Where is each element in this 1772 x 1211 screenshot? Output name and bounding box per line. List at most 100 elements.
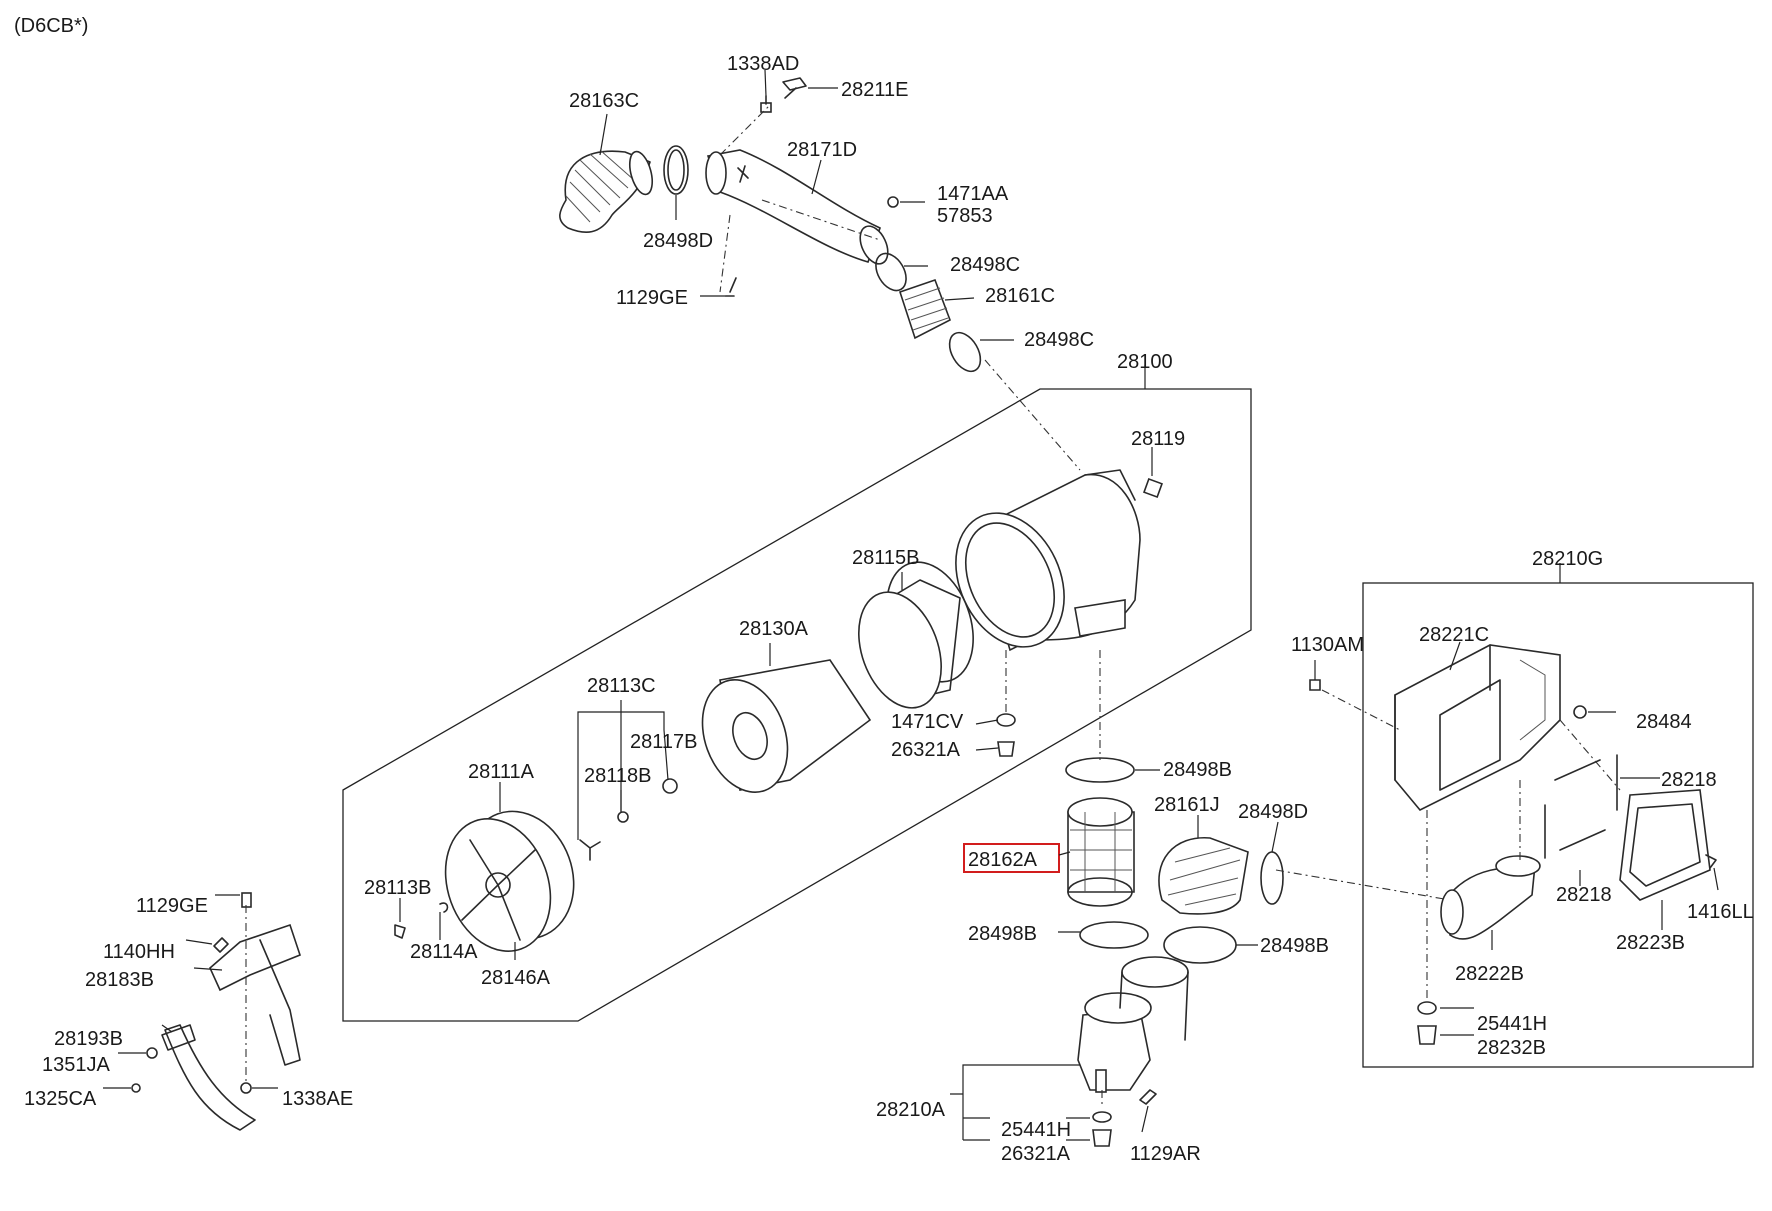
label-28210G[interactable]: 28210G [1532,548,1603,570]
box-28221C [1394,644,1561,811]
elbow-28222B [1440,855,1541,940]
label-28100[interactable]: 28100 [1117,351,1173,373]
cap-26321A-bot [1092,1129,1112,1147]
label-26321A-mid[interactable]: 26321A [891,739,961,761]
engine-code-label: (D6CB*) [14,15,88,37]
tee-28210A [1077,956,1189,1093]
hose-28161J [1158,837,1249,915]
label-1351JA[interactable]: 1351JA [42,1054,110,1076]
label-28221C[interactable]: 28221C [1419,624,1489,646]
label-1325CA[interactable]: 1325CA [24,1088,97,1110]
label-25441H-bot[interactable]: 25441H [1001,1119,1071,1141]
cap-26321A-mid [997,741,1015,757]
label-28117B[interactable]: 28117B [630,731,697,753]
label-28130A[interactable]: 28130A [739,618,809,640]
label-28114A[interactable]: 28114A [410,941,478,963]
nut-1338AE [240,1082,252,1094]
label-28498B-3[interactable]: 28498B [1260,935,1329,957]
clamp-28498C-1 [875,252,907,292]
label-1130AM[interactable]: 1130AM [1291,634,1364,656]
housing-28119 [955,469,1163,652]
label-28218-1[interactable]: 28218 [1661,769,1717,791]
pipe-28171D [705,149,889,265]
label-57853[interactable]: 57853 [937,205,993,227]
label-28222B[interactable]: 28222B [1455,963,1524,985]
label-1129GE-top[interactable]: 1129GE [616,287,688,309]
label-26321A-bot[interactable]: 26321A [1001,1143,1071,1165]
label-28118B[interactable]: 28118B [584,765,651,787]
label-1471CV[interactable]: 1471CV [891,711,964,733]
label-28162A[interactable]: 28162A [968,849,1038,871]
label-28498B-2[interactable]: 28498B [968,923,1037,945]
label-28111A[interactable]: 28111A [468,761,535,783]
label-28211E[interactable]: 28211E [841,79,908,101]
pin-28218-1 [1554,754,1618,811]
bracket-28211E [782,77,807,99]
bolt-28113B [394,924,406,939]
label-1338AE[interactable]: 1338AE [282,1088,353,1110]
label-28232B[interactable]: 28232B [1477,1037,1546,1059]
label-28498C-2[interactable]: 28498C [1024,329,1094,351]
label-28161J[interactable]: 28161J [1154,794,1220,816]
bolt-1130AM [1309,679,1321,691]
bracket-28183B [209,923,301,1066]
cover-28111A [444,810,575,952]
label-28113B[interactable]: 28113B [364,877,431,899]
label-28171D[interactable]: 28171D [787,139,857,161]
label-25441H-right[interactable]: 25441H [1477,1013,1547,1035]
label-28484[interactable]: 28484 [1636,711,1692,733]
label-28210A[interactable]: 28210A [876,1099,946,1121]
cap-25441H-bot [1092,1111,1112,1123]
label-28498B-1[interactable]: 28498B [1163,759,1232,781]
label-28161C[interactable]: 28161C [985,285,1055,307]
filter-28130A [701,659,872,793]
strap-28193B [161,1024,256,1131]
bolt-1140HH [213,937,229,953]
element-28115B [858,561,974,709]
label-28193B[interactable]: 28193B [54,1028,123,1050]
washer-28118B [617,811,629,823]
label-28119[interactable]: 28119 [1131,428,1185,450]
bolt-1129GE-top [725,277,737,297]
washer-28117B [662,778,678,794]
clip-28114A [439,902,449,913]
label-1129AR[interactable]: 1129AR [1130,1143,1201,1165]
clamp-28498B-1 [1065,757,1135,783]
clamp-28498D-top [663,145,689,195]
washer-1351JA [146,1047,158,1059]
label-28498C-1[interactable]: 28498C [950,254,1020,276]
label-28115B[interactable]: 28115B [852,547,919,569]
bolt-1416LL [1705,854,1717,869]
clamp-28498D-mid [1260,851,1284,905]
label-28498D-mid[interactable]: 28498D [1238,801,1308,823]
gasket-28223B [1619,789,1711,901]
label-28163C[interactable]: 28163C [569,90,639,112]
label-1338AD[interactable]: 1338AD [727,53,799,75]
wingnut-28113C [579,839,601,861]
label-1471AA[interactable]: 1471AA [937,183,1009,205]
bolt-1471AA [887,196,899,208]
air-cleaner-assembly-box [342,388,1252,1022]
clamp-28498B-3 [1163,926,1237,964]
label-1129GE-left[interactable]: 1129GE [136,895,208,917]
label-28183B[interactable]: 28183B [85,969,154,991]
cap-25441H-right [1417,1001,1437,1015]
clamp-28498C-2 [948,331,982,373]
clamp-28498B-2 [1079,921,1149,949]
part-highlight-28162A [963,843,1060,873]
bolt-1129GE-left [241,892,252,908]
label-1416LL[interactable]: 1416LL [1687,901,1754,923]
label-28218-2[interactable]: 28218 [1556,884,1612,906]
hose-28163C [559,149,654,234]
nut-28484 [1573,705,1587,719]
label-1140HH[interactable]: 1140HH [103,941,175,963]
pin-28218-2 [1544,804,1606,859]
cap-28232B [1417,1025,1437,1045]
label-28498D-top[interactable]: 28498D [643,230,713,252]
label-28223B[interactable]: 28223B [1616,932,1685,954]
duct-28162A [1067,797,1135,907]
label-28113C[interactable]: 28113C [587,675,656,697]
label-28146A[interactable]: 28146A [481,967,551,989]
bolt-1338AD [760,95,772,113]
